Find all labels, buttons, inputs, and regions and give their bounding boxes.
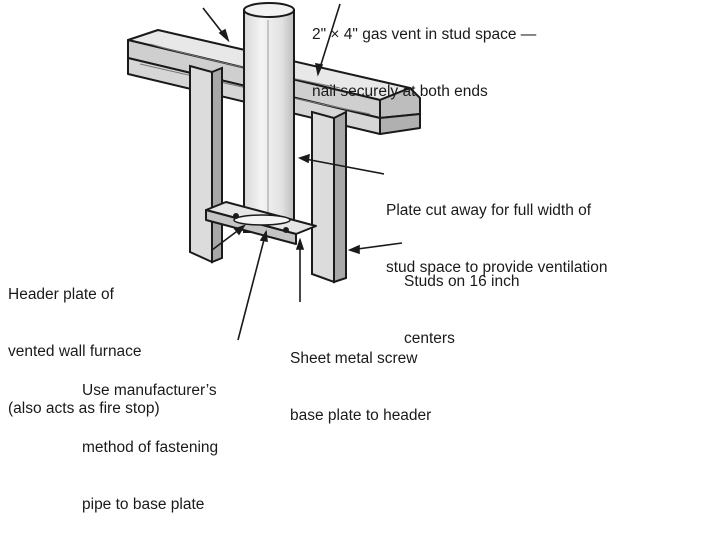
framing-illustration (127, 2, 421, 341)
manufacturer-label-line3: pipe to base plate (82, 496, 205, 513)
left-stud (189, 64, 223, 264)
sheet-metal-label-line2: base plate to header (290, 407, 432, 424)
right-stud (311, 110, 347, 284)
vent-label: 2" × 4" gas vent in stud space — nail se… (312, 0, 536, 139)
studs-label-line2: centers (404, 330, 455, 347)
header-plate-label-line1: Header plate of (8, 286, 114, 303)
vented-wall-furnace-diagram: 2" × 4" gas vent in stud space — nail se… (8, 0, 607, 513)
manufacturer-label: Use manufacturer’s method of fastening p… (82, 343, 218, 552)
header-plate (205, 201, 317, 245)
gas-vent-pipe (243, 2, 295, 233)
plate-cut-label: Plate cut away for full width of stud sp… (386, 163, 607, 315)
manufacturer-label-line1: Use manufacturer’s (82, 382, 217, 399)
plate-cut-label-line2: stud space to provide ventilation (386, 259, 608, 276)
sheet-metal-label-line1: Sheet metal screw (290, 350, 418, 367)
vent-label-line1: 2" × 4" gas vent in stud space — (312, 26, 537, 43)
plate-cut-label-line1: Plate cut away for full width of (386, 202, 592, 219)
leader-lines (202, 3, 403, 341)
studs-label-line1: Studs on 16 inch (404, 273, 520, 290)
manufacturer-label-line2: method of fastening (82, 439, 219, 456)
header-plate-label-line2: vented wall furnace (8, 343, 142, 360)
vent-label-line2: nail securely at both ends (312, 83, 488, 100)
sheet-metal-label: Sheet metal screw base plate to header (290, 311, 431, 463)
studs-label: Studs on 16 inch centers (404, 234, 519, 386)
header-plate-label: Header plate of vented wall furnace (als… (8, 247, 160, 456)
